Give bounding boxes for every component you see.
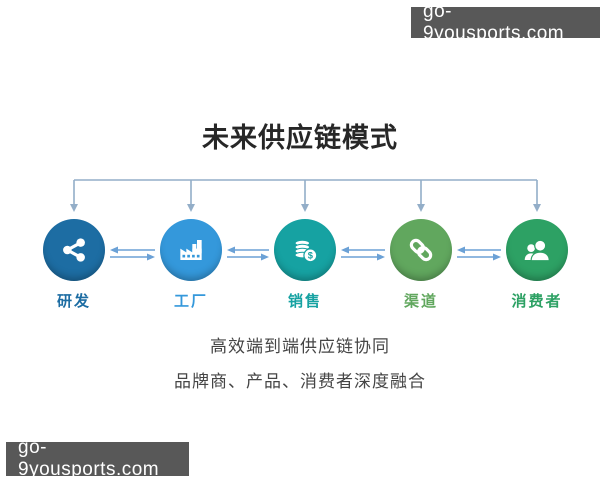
footer-line-2: 品牌商、产品、消费者深度融合 [174,372,426,391]
footer-text: 高效端到端供应链协同 品牌商、产品、消费者深度融合 [0,332,600,402]
node-rnd-label: 研发 [56,293,91,310]
node-factory-label: 工厂 [173,293,208,310]
watermark-top: go-9yousports.com [411,1,600,44]
node-channel-label: 渠道 [403,293,438,310]
link-icon [409,238,433,262]
node-consumer-label: 消费者 [511,293,563,310]
watermark-bottom: go-9yousports.com [6,437,189,480]
node-rnd: 研发 [29,219,119,311]
watermark-top-text: go-9yousports.com [423,0,565,44]
page-title: 未来供应链模式 [202,123,398,153]
node-factory: 工厂 [146,219,236,311]
users-icon [524,239,550,262]
node-sales-label: 销售 [287,293,322,310]
node-factory-circle [160,219,222,281]
coins-icon: $ [294,239,318,263]
factory-icon [180,240,202,260]
node-consumer-circle [506,219,568,281]
node-channel-circle [390,219,452,281]
footer-line-1: 高效端到端供应链协同 [210,337,390,356]
node-channel: 渠道 [376,219,466,311]
node-sales: $ 销售 [260,219,350,311]
svg-text:$: $ [308,251,314,261]
node-sales-circle: $ [274,219,336,281]
share-icon [63,238,85,262]
node-rnd-circle [43,219,105,281]
node-consumer: 消费者 [492,219,582,311]
watermark-bottom-text: go-9yousports.com [18,437,160,480]
down-arrowheads [70,204,541,212]
